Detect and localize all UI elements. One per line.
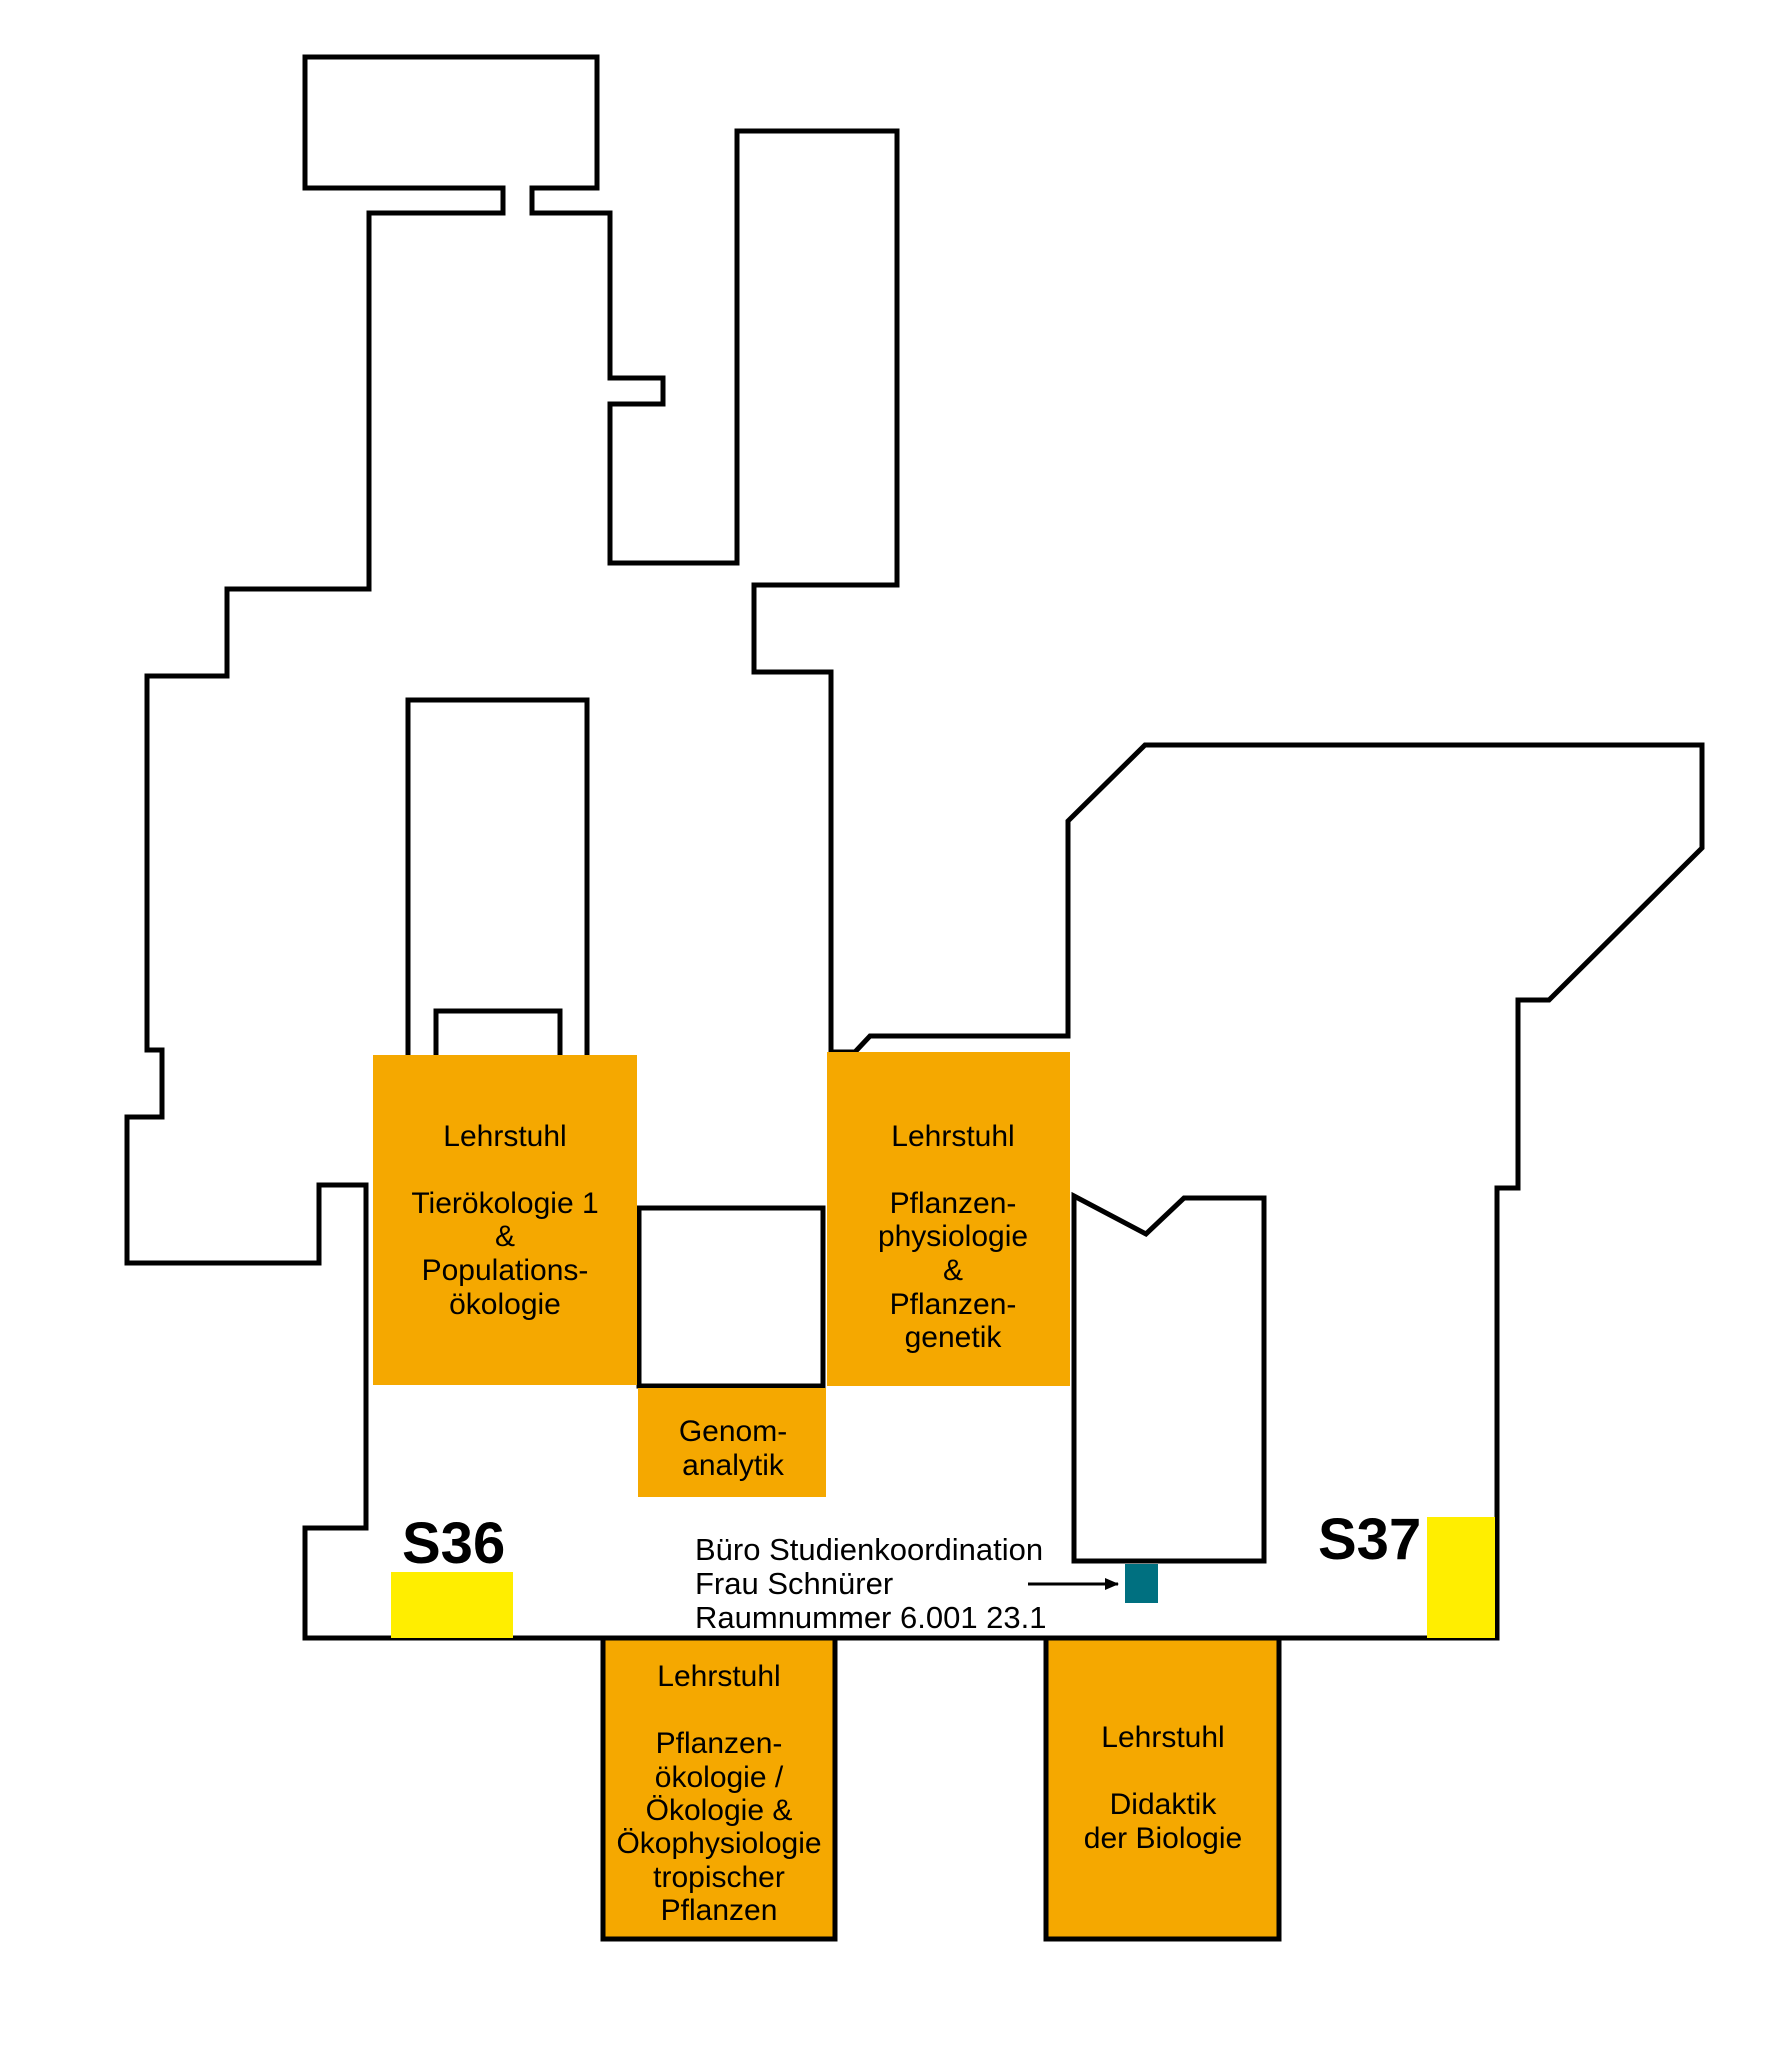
pflanzenoekologie-label-5: Ökophysiologie: [616, 1827, 821, 1860]
tieroekologie-label-3: &: [495, 1220, 515, 1253]
stairwell-s37-label: S37: [1318, 1507, 1421, 1572]
courtyard-north: [405, 697, 590, 1063]
stairwell-s37-marker: [1427, 1517, 1495, 1638]
pflanzenphysiologie-label-4: &: [943, 1254, 963, 1287]
pflanzenoekologie-label-1: Lehrstuhl: [657, 1660, 780, 1693]
pflanzenoekologie-label-6: tropischer: [653, 1861, 785, 1894]
pflanzenphysiologie-label-1: Lehrstuhl: [891, 1120, 1014, 1153]
didaktik-label-2: Didaktik: [1110, 1788, 1218, 1821]
pflanzenphysiologie-label-6: genetik: [905, 1321, 1003, 1354]
pflanzenphysiologie-label-2: Pflanzen-: [890, 1187, 1017, 1220]
tieroekologie-label-1: Lehrstuhl: [443, 1120, 566, 1153]
pflanzenoekologie-label-2: Pflanzen-: [656, 1727, 783, 1760]
didaktik-label-3: der Biologie: [1084, 1822, 1242, 1855]
office-note-line-2: Frau Schnürer: [695, 1566, 893, 1601]
tieroekologie-label-2: Tierökologie 1: [411, 1187, 598, 1220]
office-note-line-3: Raumnummer 6.001 23.1: [695, 1600, 1047, 1635]
tieroekologie-label-4: Populations-: [422, 1254, 589, 1287]
pflanzenphysiologie-label-3: physiologie: [878, 1220, 1028, 1253]
tieroekologie-label-5: ökologie: [449, 1288, 561, 1321]
pflanzenoekologie-label-7: Pflanzen: [661, 1894, 778, 1927]
pflanzenoekologie-label-4: Ökologie &: [646, 1794, 793, 1827]
genomanalytik-label-1: Genom-: [679, 1415, 787, 1448]
room-pflanzenoekologie: [600, 1635, 838, 1942]
office-marker: [1125, 1564, 1158, 1603]
room-genomanalytik: [638, 1388, 826, 1497]
stairwell-s36-label: S36: [402, 1511, 505, 1576]
courtyard-north-annex: [433, 1008, 563, 1063]
courtyard-center: [636, 1205, 826, 1389]
room-didaktik: [1043, 1635, 1282, 1942]
pflanzenphysiologie-label-5: Pflanzen-: [890, 1288, 1017, 1321]
office-note-line-1: Büro Studienkoordination: [695, 1532, 1043, 1567]
courtyard-east: [1071, 1191, 1267, 1564]
didaktik-label-1: Lehrstuhl: [1101, 1721, 1224, 1754]
stairwell-s36-marker: [391, 1572, 513, 1638]
room-pflanzenphysiologie: [827, 1052, 1070, 1386]
building-outline: [124, 54, 1705, 1641]
room-tieroekologie: [373, 1055, 637, 1385]
pflanzenoekologie-label-3: ökologie /: [655, 1761, 784, 1794]
genomanalytik-label-2: analytik: [682, 1449, 785, 1482]
